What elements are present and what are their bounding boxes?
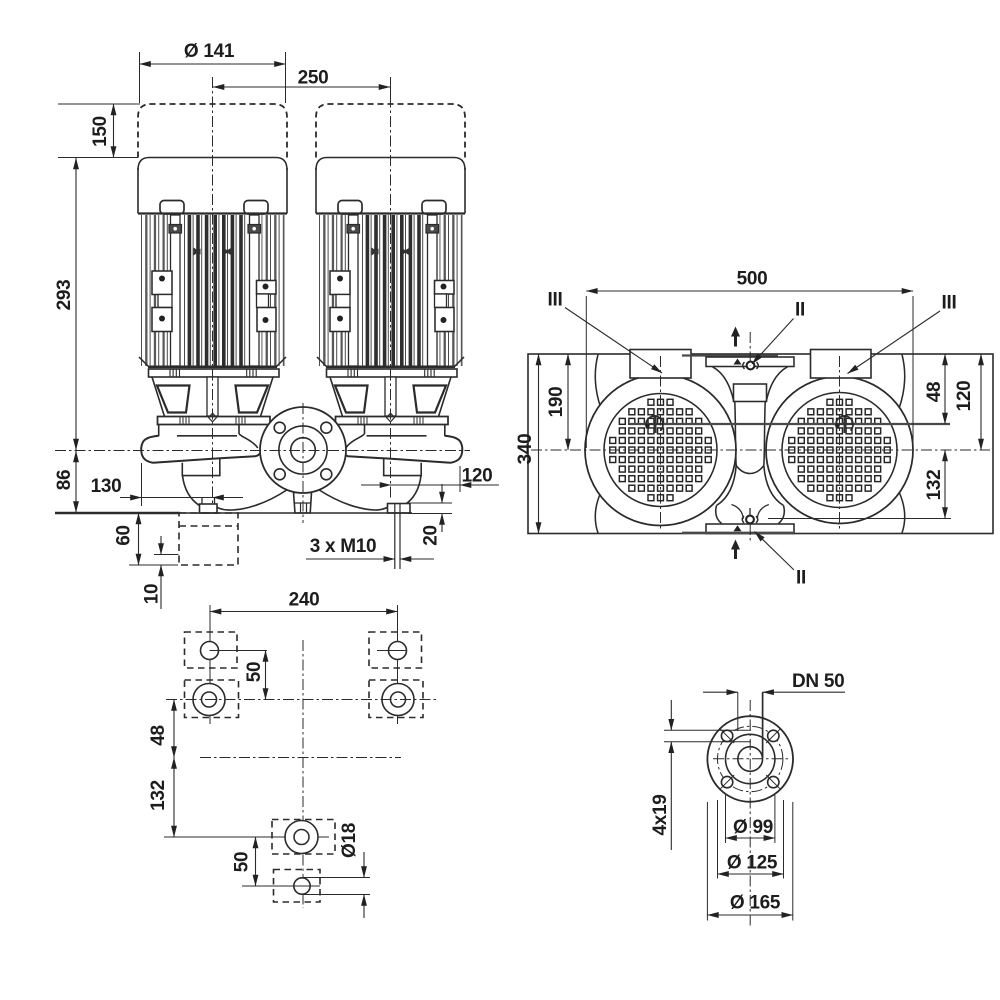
svg-text:48: 48 xyxy=(924,382,945,403)
svg-text:132: 132 xyxy=(924,470,945,501)
svg-text:130: 130 xyxy=(91,476,122,497)
svg-text:3 x M10: 3 x M10 xyxy=(310,536,377,557)
svg-text:III: III xyxy=(548,290,563,311)
svg-text:Ø 165: Ø 165 xyxy=(730,893,781,914)
svg-text:Ø 99: Ø 99 xyxy=(733,817,773,838)
svg-text:150: 150 xyxy=(90,116,111,147)
svg-text:Ø 141: Ø 141 xyxy=(184,41,235,62)
svg-text:500: 500 xyxy=(737,269,768,290)
svg-text:DN 50: DN 50 xyxy=(792,671,844,692)
svg-text:48: 48 xyxy=(148,725,169,746)
svg-text:II: II xyxy=(795,300,805,321)
svg-text:250: 250 xyxy=(298,68,329,89)
svg-text:Ø18: Ø18 xyxy=(339,823,360,858)
svg-text:120: 120 xyxy=(954,381,975,412)
svg-text:10: 10 xyxy=(142,584,163,605)
svg-text:132: 132 xyxy=(148,780,169,811)
svg-text:120: 120 xyxy=(462,466,493,487)
svg-text:II: II xyxy=(796,568,806,589)
svg-text:50: 50 xyxy=(244,662,265,683)
svg-text:Ø 125: Ø 125 xyxy=(727,853,778,874)
svg-text:240: 240 xyxy=(289,590,320,611)
svg-text:293: 293 xyxy=(54,280,75,311)
svg-text:4x19: 4x19 xyxy=(650,794,671,835)
svg-text:340: 340 xyxy=(515,434,536,465)
svg-text:50: 50 xyxy=(232,852,253,873)
svg-text:86: 86 xyxy=(54,470,75,491)
svg-text:60: 60 xyxy=(114,525,135,546)
svg-text:20: 20 xyxy=(421,525,442,546)
svg-text:III: III xyxy=(942,293,957,314)
svg-text:190: 190 xyxy=(546,387,567,418)
